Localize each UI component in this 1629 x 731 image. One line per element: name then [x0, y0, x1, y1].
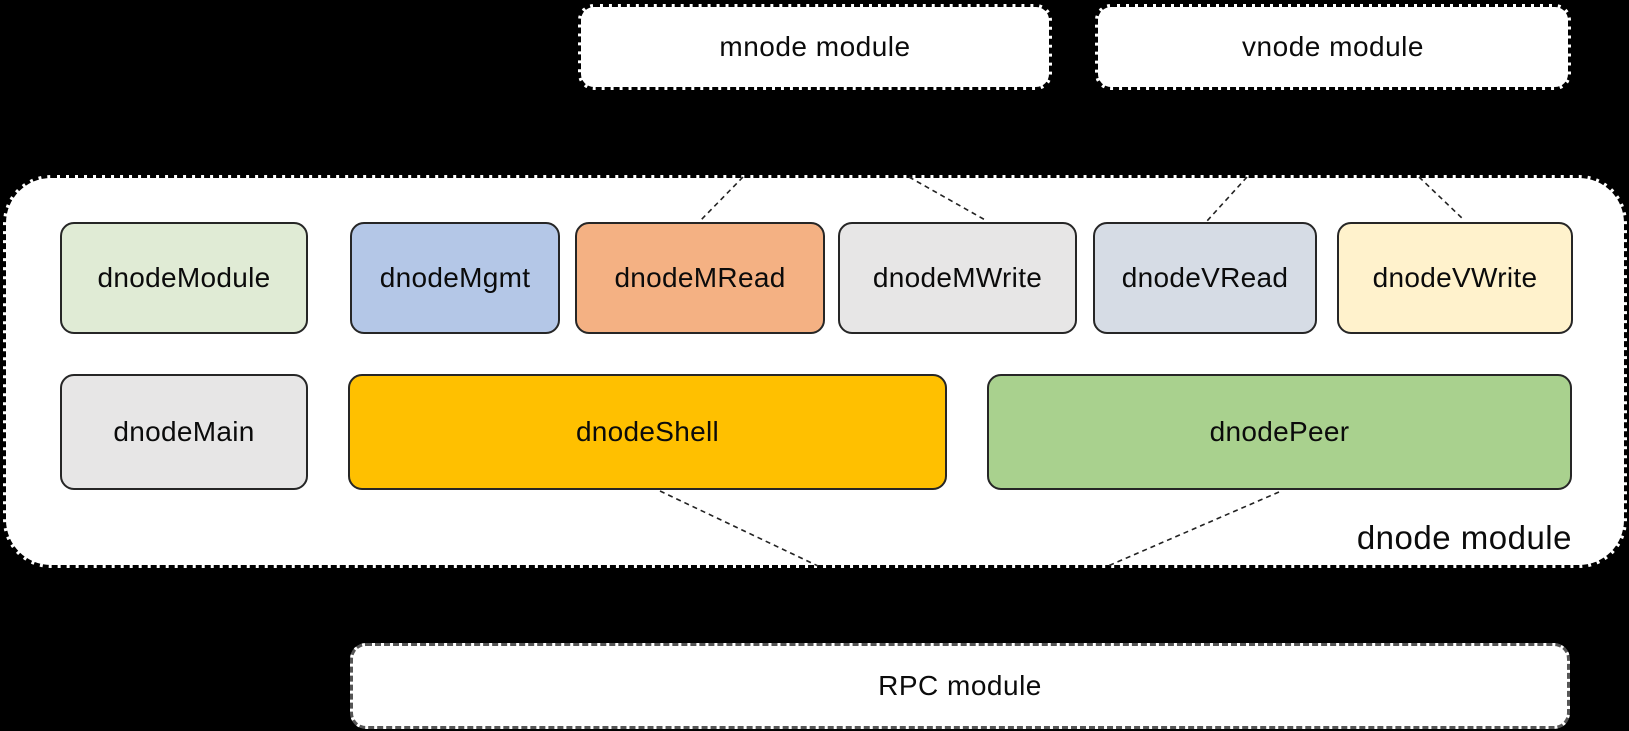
- dnodeMgmt-box: dnodeMgmt: [350, 222, 560, 334]
- dnodeMRead-label: dnodeMRead: [614, 262, 786, 293]
- dnodeVRead-label: dnodeVRead: [1121, 262, 1289, 293]
- rpc-module-label: RPC module: [878, 670, 1042, 701]
- dnodeVWrite-label: dnodeVWrite: [1372, 262, 1538, 293]
- dnodeMgmt-label: dnodeMgmt: [379, 262, 531, 293]
- dnode-module-caption: dnode module: [1072, 516, 1572, 560]
- mnode-module-label: mnode module: [719, 31, 911, 62]
- dnodeMWrite-box: dnodeMWrite: [838, 222, 1077, 334]
- vnode-module-label: vnode module: [1242, 31, 1424, 62]
- dnodeMain-box: dnodeMain: [60, 374, 308, 490]
- dnodeModule-label: dnodeModule: [97, 262, 271, 293]
- dnodeShell-box: dnodeShell: [348, 374, 947, 490]
- dnodePeer-label: dnodePeer: [1209, 416, 1350, 447]
- dnodePeer-box: dnodePeer: [987, 374, 1572, 490]
- dnodeMRead-box: dnodeMRead: [575, 222, 825, 334]
- dnodeMain-label: dnodeMain: [113, 416, 255, 447]
- vnode-module-box: vnode module: [1095, 4, 1571, 90]
- dnodeMWrite-label: dnodeMWrite: [872, 262, 1043, 293]
- dnodeVRead-box: dnodeVRead: [1093, 222, 1317, 334]
- dnode-module-caption-text: dnode module: [1356, 519, 1572, 556]
- rpc-module-box: RPC module: [350, 643, 1570, 729]
- mnode-module-box: mnode module: [578, 4, 1052, 90]
- dnodeModule-box: dnodeModule: [60, 222, 308, 334]
- dnodeShell-label: dnodeShell: [575, 416, 720, 447]
- dnodeVWrite-box: dnodeVWrite: [1337, 222, 1573, 334]
